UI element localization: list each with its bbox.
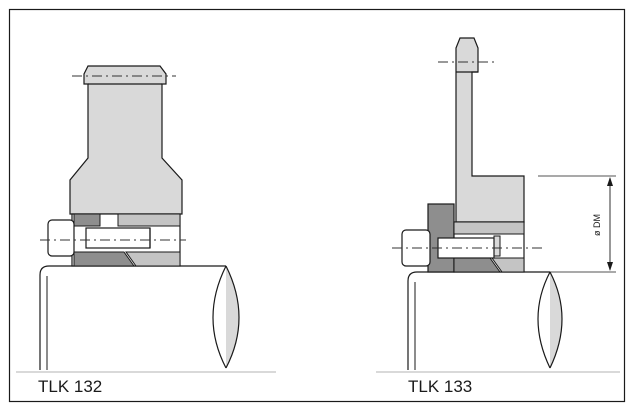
screw-shank-left	[85, 227, 151, 249]
shaft-break-left	[212, 265, 227, 369]
outer-ring-left	[73, 213, 101, 227]
taper-ring-left	[73, 251, 135, 267]
caption-tlk-133: TLK 133	[408, 377, 472, 396]
shaft-section-right	[549, 271, 563, 369]
shaft-section-left	[225, 265, 240, 369]
dimension-dm	[538, 175, 616, 273]
shaft-right	[407, 271, 563, 370]
shaft-break-right	[537, 271, 551, 369]
dimension-label-dm: ø DM	[592, 214, 602, 236]
caption-tlk-132: TLK 132	[38, 377, 102, 396]
screw-head-left	[47, 219, 75, 257]
tlk-133-assembly	[392, 37, 616, 370]
drawing-border	[8, 8, 626, 403]
shaft-left	[39, 265, 240, 370]
inner-ring-bottom-right	[491, 257, 525, 273]
inner-ring-bottom-left	[125, 251, 181, 267]
inner-ring-top-left	[117, 213, 181, 227]
tlk-132-assembly	[39, 65, 240, 370]
hub-left	[69, 65, 183, 215]
inner-ring-top-right	[453, 221, 525, 235]
sprocket-right	[455, 37, 525, 223]
